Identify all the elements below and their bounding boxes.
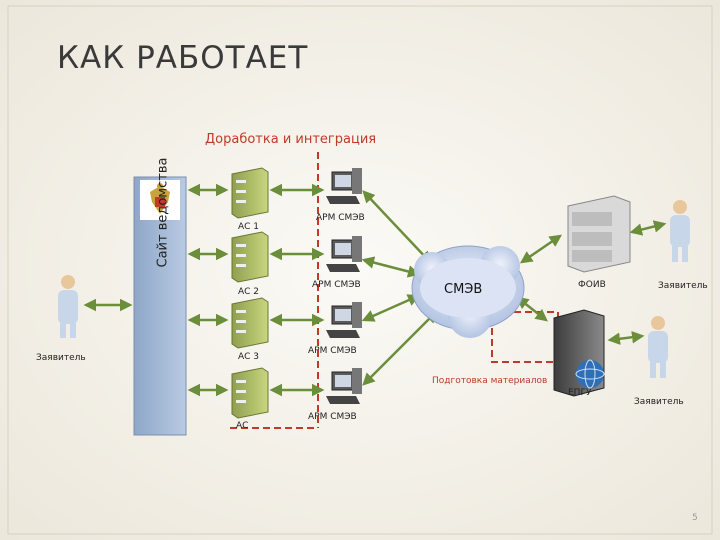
globe-icon	[575, 359, 605, 389]
server-icon-2	[231, 231, 269, 283]
applicant-left-label: Заявитель	[36, 353, 86, 363]
server-icon-1	[231, 167, 269, 219]
smev-label: СМЭВ	[444, 282, 483, 297]
server-label-2: АС 2	[238, 287, 260, 297]
integration-label: Доработка и интеграция	[205, 132, 377, 147]
server-label-1: АС 1	[238, 222, 260, 232]
page-title: КАК РАБОТАЕТ	[57, 40, 309, 76]
coat-of-arms-icon	[140, 180, 180, 220]
epgu-label: ЕПГУ	[568, 388, 592, 398]
person-icon-right-top	[670, 200, 690, 262]
applicant-right-top-label: Заявитель	[658, 281, 708, 291]
cabinet-server-icon	[567, 195, 631, 273]
foiv-label: ФОИВ	[578, 280, 606, 290]
server-label-3: АС 3	[238, 352, 260, 362]
site-label: Сайт ведомства	[156, 158, 171, 268]
workstation-icon-4	[326, 368, 362, 404]
workstation-icon-3	[326, 302, 362, 338]
person-icon-right-bottom	[648, 316, 668, 378]
server-label-4: АС	[236, 421, 249, 431]
workstation-label-4: АРМ СМЭВ	[308, 412, 357, 422]
workstation-label-3: АРМ СМЭВ	[308, 346, 357, 356]
arrows	[83, 183, 667, 397]
smev-cloud	[411, 245, 525, 338]
person-icon-left	[58, 275, 78, 338]
page-number: 5	[692, 513, 698, 523]
workstation-label-2: АРМ СМЭВ	[312, 280, 361, 290]
server-icon-4	[231, 367, 269, 419]
workstation-icon-1	[326, 168, 362, 204]
workstation-label-1: АРМ СМЭВ	[316, 213, 365, 223]
prep-label: Подготовка материалов	[432, 376, 548, 386]
applicant-right-bottom-label: Заявитель	[634, 397, 684, 407]
server-icon-3	[231, 297, 269, 349]
workstation-icon-2	[326, 236, 362, 272]
